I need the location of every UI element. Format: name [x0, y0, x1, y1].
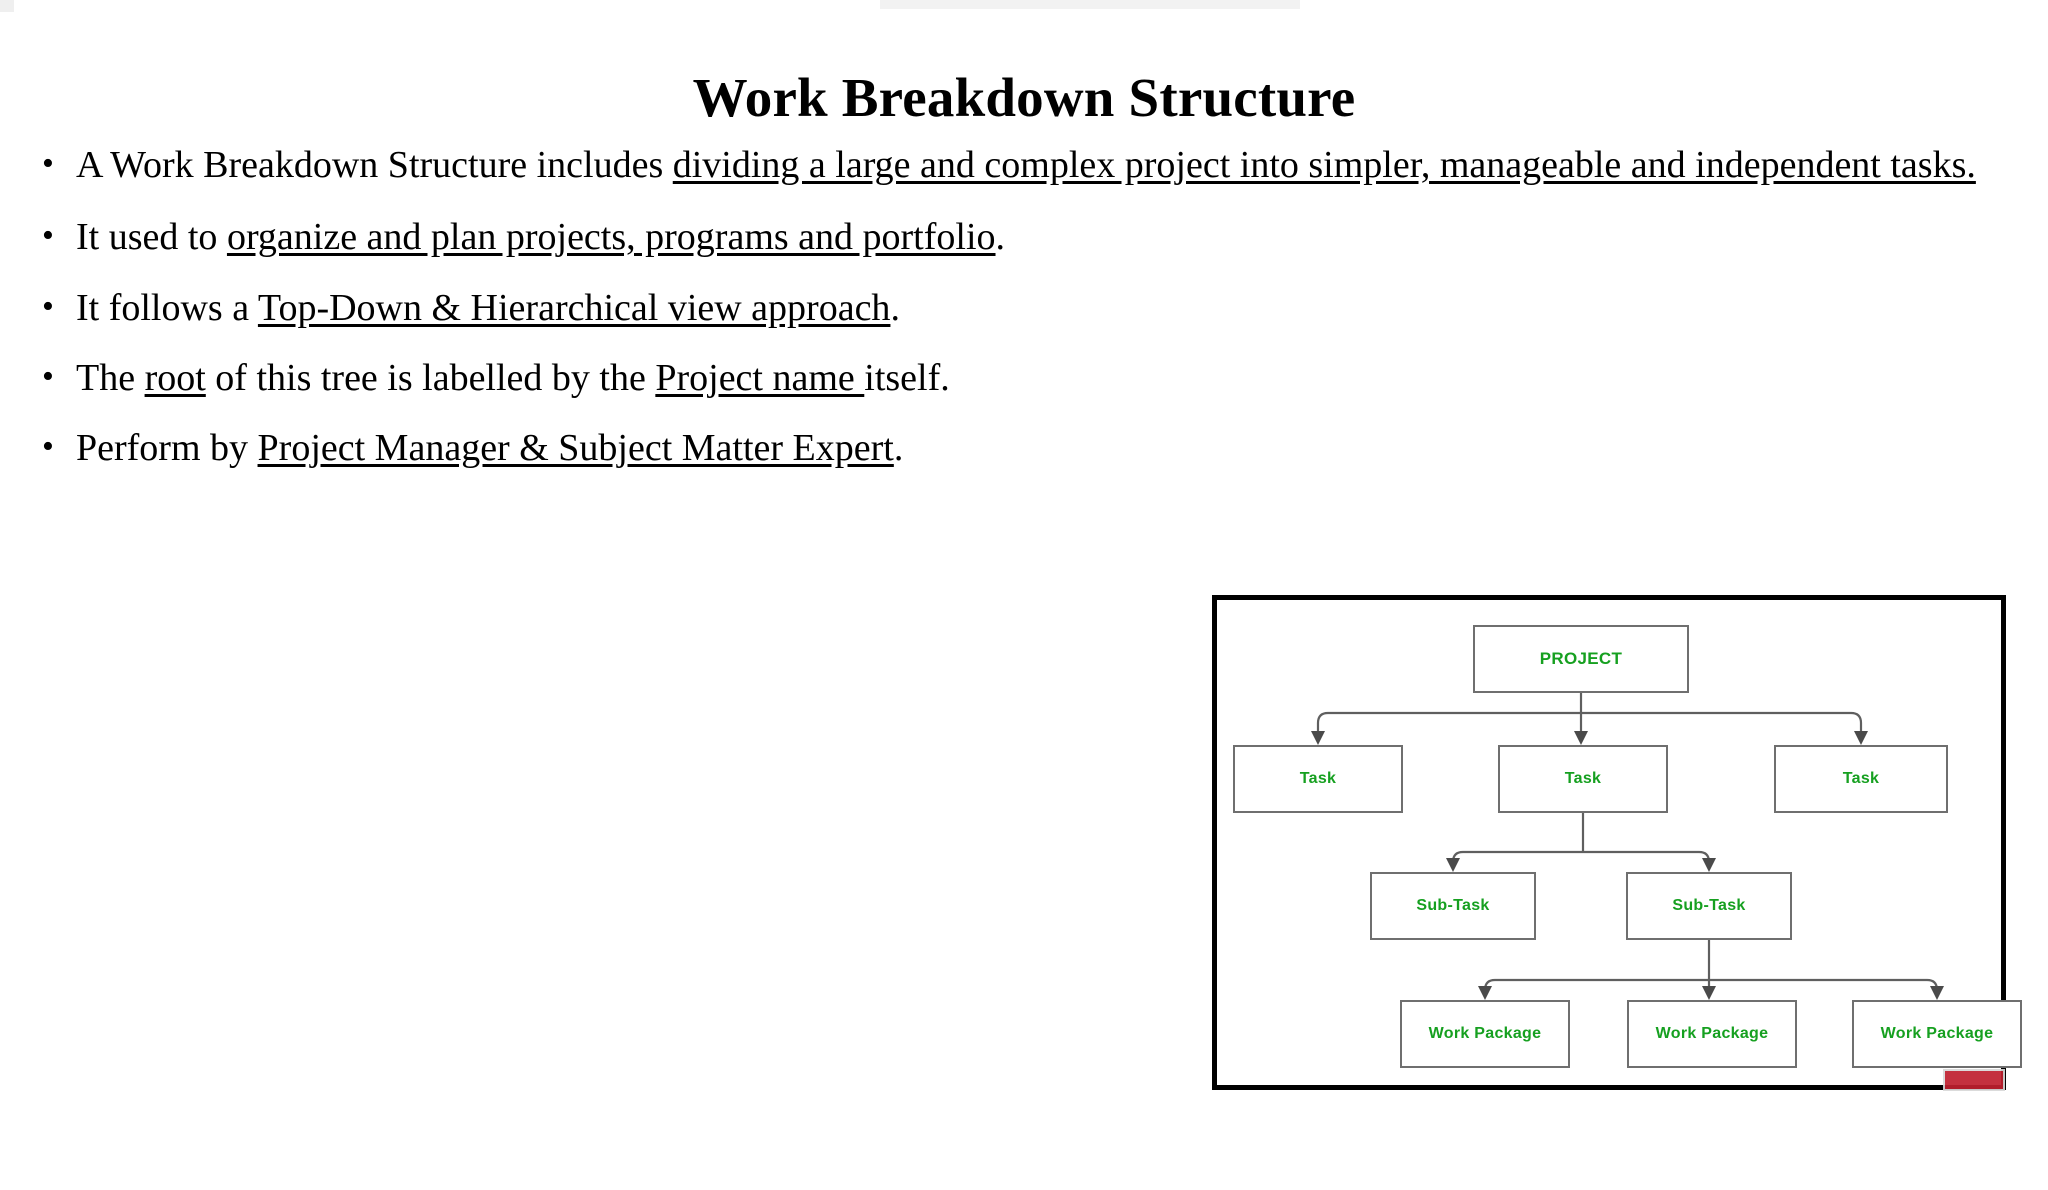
bullet-5-lead: Perform by: [76, 427, 258, 470]
list-item-bullet-4: • The root of this tree is labelled by t…: [38, 355, 2006, 401]
bullet-1-lead: A Work Breakdown Structure includes: [76, 144, 673, 186]
wbs-node-task-2[interactable]: Task: [1498, 745, 1668, 813]
bullet-3-lead: It follows a: [76, 286, 258, 329]
page-title: Work Breakdown Structure: [692, 66, 1356, 128]
source-watermark-badge: [1943, 1069, 2005, 1091]
bullet-4-mid: of this tree is labelled by the: [205, 357, 656, 400]
bullet-4-underlined-root: root: [144, 357, 206, 400]
bullet-3-underlined: Top-Down & Hierarchical view approach: [257, 286, 891, 329]
bullet-5-underlined: Project Manager & Subject Matter Expert: [257, 427, 894, 470]
wbs-connector-lines: [1311, 693, 1944, 1000]
bullet-2-lead: It used to: [76, 216, 227, 259]
bullet-1-underlined: dividing a large and complex project int…: [672, 144, 1976, 186]
bullet-5-tail: .: [893, 427, 904, 470]
list-item-bullet-3: • It follows a Top-Down & Hierarchical v…: [38, 285, 2006, 331]
wbs-node-work-package-1[interactable]: Work Package: [1400, 1000, 1570, 1068]
bullet-marker: •: [42, 145, 54, 182]
bullet-3-tail: .: [890, 286, 900, 329]
bullet-marker: •: [42, 428, 54, 466]
bullet-marker: •: [42, 287, 54, 325]
wbs-node-work-package-3[interactable]: Work Package: [1852, 1000, 2022, 1068]
bullet-marker: •: [42, 358, 54, 396]
wbs-node-project[interactable]: PROJECT: [1473, 625, 1689, 693]
wbs-node-work-package-2[interactable]: Work Package: [1627, 1000, 1797, 1068]
bullet-4-underlined-project-name: Project name: [655, 357, 865, 400]
capture-artifact-top-center: [880, 0, 1300, 9]
wbs-node-task-3[interactable]: Task: [1774, 745, 1948, 813]
wbs-node-sub-task-2[interactable]: Sub-Task: [1626, 872, 1792, 940]
list-item-bullet-1: • A Work Breakdown Structure includes di…: [38, 142, 2006, 188]
wbs-node-task-1[interactable]: Task: [1233, 745, 1403, 813]
list-item-bullet-5: • Perform by Project Manager & Subject M…: [38, 425, 2006, 471]
bullet-list: • A Work Breakdown Structure includes di…: [38, 142, 2006, 494]
capture-artifact-top-left: [0, 0, 14, 12]
bullet-2-underlined: organize and plan projects, programs and…: [226, 216, 996, 259]
bullet-4-lead: The: [76, 357, 145, 400]
wbs-diagram-frame: PROJECT Task Task Task Sub-Task Sub-Task…: [1212, 595, 2022, 1091]
bullet-2-tail: .: [995, 216, 1006, 259]
bullet-4-tail: itself.: [864, 357, 950, 400]
bullet-marker: •: [42, 217, 54, 255]
wbs-node-sub-task-1[interactable]: Sub-Task: [1370, 872, 1536, 940]
list-item-bullet-2: • It used to organize and plan projects,…: [38, 214, 2006, 260]
